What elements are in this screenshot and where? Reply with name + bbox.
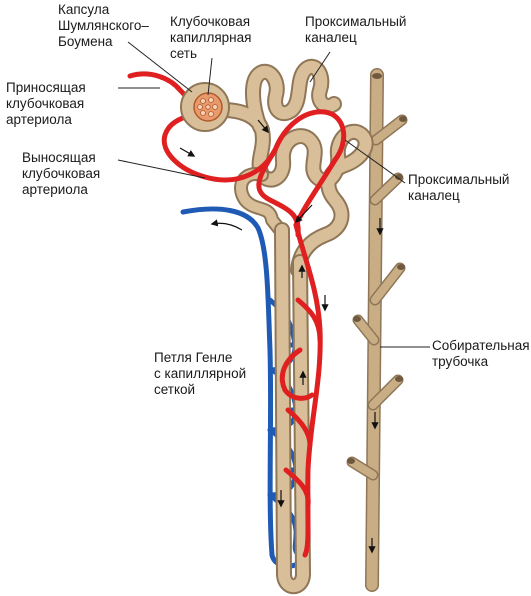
arrow-icon (257, 119, 269, 134)
label-proximal-right: Проксимальный каналец (408, 172, 510, 203)
label-afferent: Приносящая клубочковая артериола (6, 80, 86, 127)
label-henle: Петля Генле с капиллярной сеткой (154, 350, 247, 397)
collecting-duct (346, 68, 408, 592)
label-capsule: Капсула Шумлянского– Боумена (58, 2, 149, 49)
label-glomerulus: Клубочковая капиллярная сеть (170, 14, 252, 61)
proximal-tubule (214, 58, 374, 278)
label-proximal-top: Проксимальный каналец (305, 14, 407, 45)
bowman-capsule (180, 82, 230, 132)
arterial-network (127, 71, 347, 558)
label-collecting: Собирательная трубочка (432, 338, 530, 369)
arrow-icon (295, 204, 313, 224)
arrow-icon (179, 147, 196, 157)
arrow-icon (210, 219, 243, 231)
label-efferent: Выносящая клубочковая артериола (22, 150, 101, 197)
leader-lines (117, 41, 430, 348)
flow-arrows (179, 119, 384, 554)
loop-of-henle (274, 222, 312, 595)
